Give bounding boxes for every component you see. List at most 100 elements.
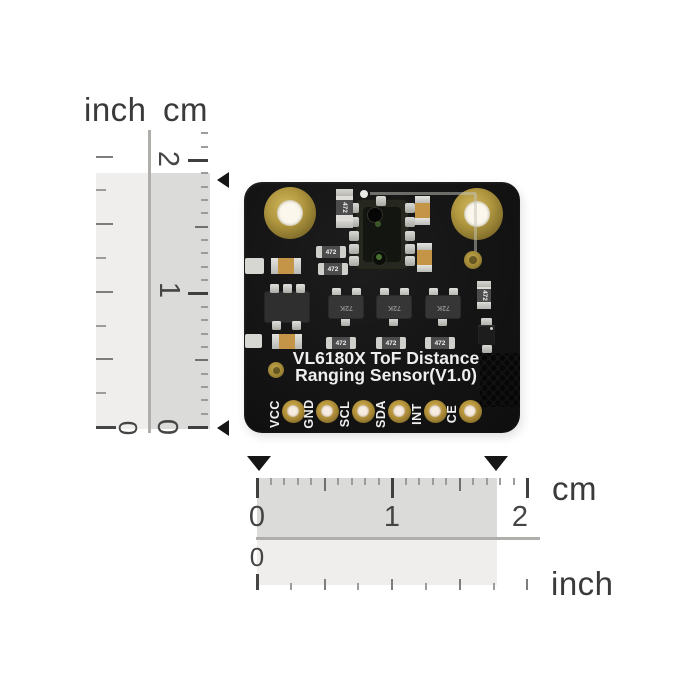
transistor-lead bbox=[352, 288, 361, 297]
via-right bbox=[464, 251, 482, 269]
sensor-glint bbox=[376, 254, 382, 260]
pcb-board: 472 472 472 72K bbox=[244, 182, 520, 433]
via-right-center bbox=[469, 256, 477, 264]
ruler-tick bbox=[512, 478, 515, 485]
capacitor-end bbox=[294, 258, 301, 274]
bottom-ruler-cm-number-2: 2 bbox=[511, 500, 529, 533]
bottom-ruler-cm-number-0: 0 bbox=[248, 500, 266, 533]
silkscreen-title-line2: Ranging Sensor(V1.0) bbox=[295, 364, 477, 385]
left-ruler-cm-number-1: 1 bbox=[153, 281, 186, 299]
via-bottom-left bbox=[268, 362, 284, 378]
voltage-regulator bbox=[265, 292, 309, 322]
ruler-tick bbox=[525, 478, 529, 498]
resistor-bottom-3: 472 bbox=[425, 337, 455, 349]
resistor-code: 472 bbox=[480, 290, 488, 301]
board-bottom-edge-marker-icon bbox=[217, 420, 229, 436]
capacitor-end bbox=[415, 196, 430, 203]
sensor-pad bbox=[349, 231, 359, 241]
left-ruler-cm-unit-label: cm bbox=[163, 91, 208, 128]
pin-label-sda: SDA bbox=[374, 400, 388, 428]
pin-bore bbox=[393, 405, 405, 417]
left-ruler-inch-unit-label: inch bbox=[84, 91, 147, 128]
board-top-edge-marker-icon bbox=[217, 172, 229, 188]
pin-label-vcc: VCC bbox=[268, 400, 282, 428]
pin-bore bbox=[321, 405, 333, 417]
capacitor-end bbox=[295, 334, 302, 349]
resistor-code: 472 bbox=[324, 263, 342, 275]
bottom-ruler-cm-number-1: 1 bbox=[383, 500, 401, 533]
transistor-1: 72K bbox=[329, 296, 363, 318]
transistor-lead bbox=[380, 288, 389, 297]
diode bbox=[478, 318, 495, 353]
capacitor-vertical-2 bbox=[417, 243, 432, 272]
resistor-end bbox=[477, 281, 491, 287]
sensor-pad bbox=[349, 203, 359, 213]
regulator-lead bbox=[296, 284, 305, 293]
sensor-pad bbox=[405, 256, 415, 266]
pin-hole-int bbox=[423, 399, 447, 423]
sensor-glint bbox=[375, 221, 381, 227]
board-right-edge-marker-icon bbox=[484, 456, 508, 471]
resistor-code: 472 bbox=[322, 246, 340, 258]
capacitor-end bbox=[415, 218, 430, 225]
transistor-lead bbox=[438, 317, 447, 326]
pin-bore bbox=[464, 405, 476, 417]
transistor-lead bbox=[341, 317, 350, 326]
left-ruler-cm-number-0: 0 bbox=[151, 418, 184, 436]
pin-hole-ce bbox=[458, 399, 482, 423]
mounting-hole-left bbox=[264, 187, 316, 239]
pin-label-scl: SCL bbox=[338, 400, 352, 428]
pin-label-gnd: GND bbox=[302, 399, 316, 429]
pin-hole-scl bbox=[351, 399, 375, 423]
transistor-lead bbox=[332, 288, 341, 297]
sensor-pad bbox=[349, 244, 359, 254]
silkscreen-title-line1: VL6180X ToF Distance bbox=[292, 348, 480, 368]
pin-label-ce: CE bbox=[445, 404, 459, 424]
pin-bore bbox=[357, 405, 369, 417]
left-ruler-cm-number-2: 2 bbox=[152, 150, 185, 168]
ruler-tick bbox=[201, 132, 208, 135]
sensor-pad bbox=[405, 244, 415, 254]
ruler-tick bbox=[188, 158, 208, 162]
diode-marker-dot bbox=[490, 327, 493, 330]
capacitor-bottom-left bbox=[272, 334, 302, 349]
silkscreen-title: VL6180X ToF Distance Ranging Sensor(V1.0… bbox=[278, 350, 494, 383]
ruler-tick bbox=[201, 145, 208, 148]
pin-bore bbox=[287, 405, 299, 417]
left-ruler-divider-line bbox=[148, 130, 151, 433]
bottom-ruler-divider-line bbox=[256, 537, 540, 540]
left-ruler-cm-strip bbox=[150, 173, 210, 429]
diode-pad bbox=[481, 318, 492, 327]
regulator-lead bbox=[270, 284, 279, 293]
transistor-lead bbox=[449, 288, 458, 297]
tof-sensor-module bbox=[349, 196, 415, 269]
regulator-lead bbox=[272, 321, 281, 330]
transistor-lead bbox=[389, 317, 398, 326]
pin-hole-sda bbox=[387, 399, 411, 423]
resistor-code: 472 bbox=[431, 337, 449, 349]
pcb-trace-horizontal bbox=[370, 192, 476, 195]
transistor-2: 72K bbox=[377, 296, 411, 318]
ruler-tick bbox=[96, 155, 113, 158]
resistor-vertical-right: 472 bbox=[477, 281, 491, 309]
mounting-hole-right-bore bbox=[464, 201, 490, 227]
resistor-left-2: 472 bbox=[318, 263, 348, 275]
resistor-bottom-1: 472 bbox=[326, 337, 356, 349]
sensor-pad bbox=[405, 217, 415, 227]
pin-hole-vcc bbox=[281, 399, 305, 423]
resistor-code: 472 bbox=[340, 202, 348, 213]
mounting-hole-right bbox=[451, 188, 503, 240]
capacitor-end bbox=[417, 265, 432, 272]
resistor-end bbox=[336, 189, 353, 196]
capacitor-left-top bbox=[271, 258, 301, 274]
bottom-ruler-cm-unit-label: cm bbox=[552, 470, 597, 507]
bottom-ruler-inch-strip bbox=[257, 540, 497, 585]
regulator-lead bbox=[292, 321, 301, 330]
pin1-silkscreen-dot bbox=[360, 190, 368, 198]
transistor-lead bbox=[429, 288, 438, 297]
resistor-code: 472 bbox=[382, 337, 400, 349]
ruler-tick bbox=[499, 478, 501, 485]
ruler-tick bbox=[526, 579, 529, 590]
board-left-edge-marker-icon bbox=[247, 456, 271, 471]
